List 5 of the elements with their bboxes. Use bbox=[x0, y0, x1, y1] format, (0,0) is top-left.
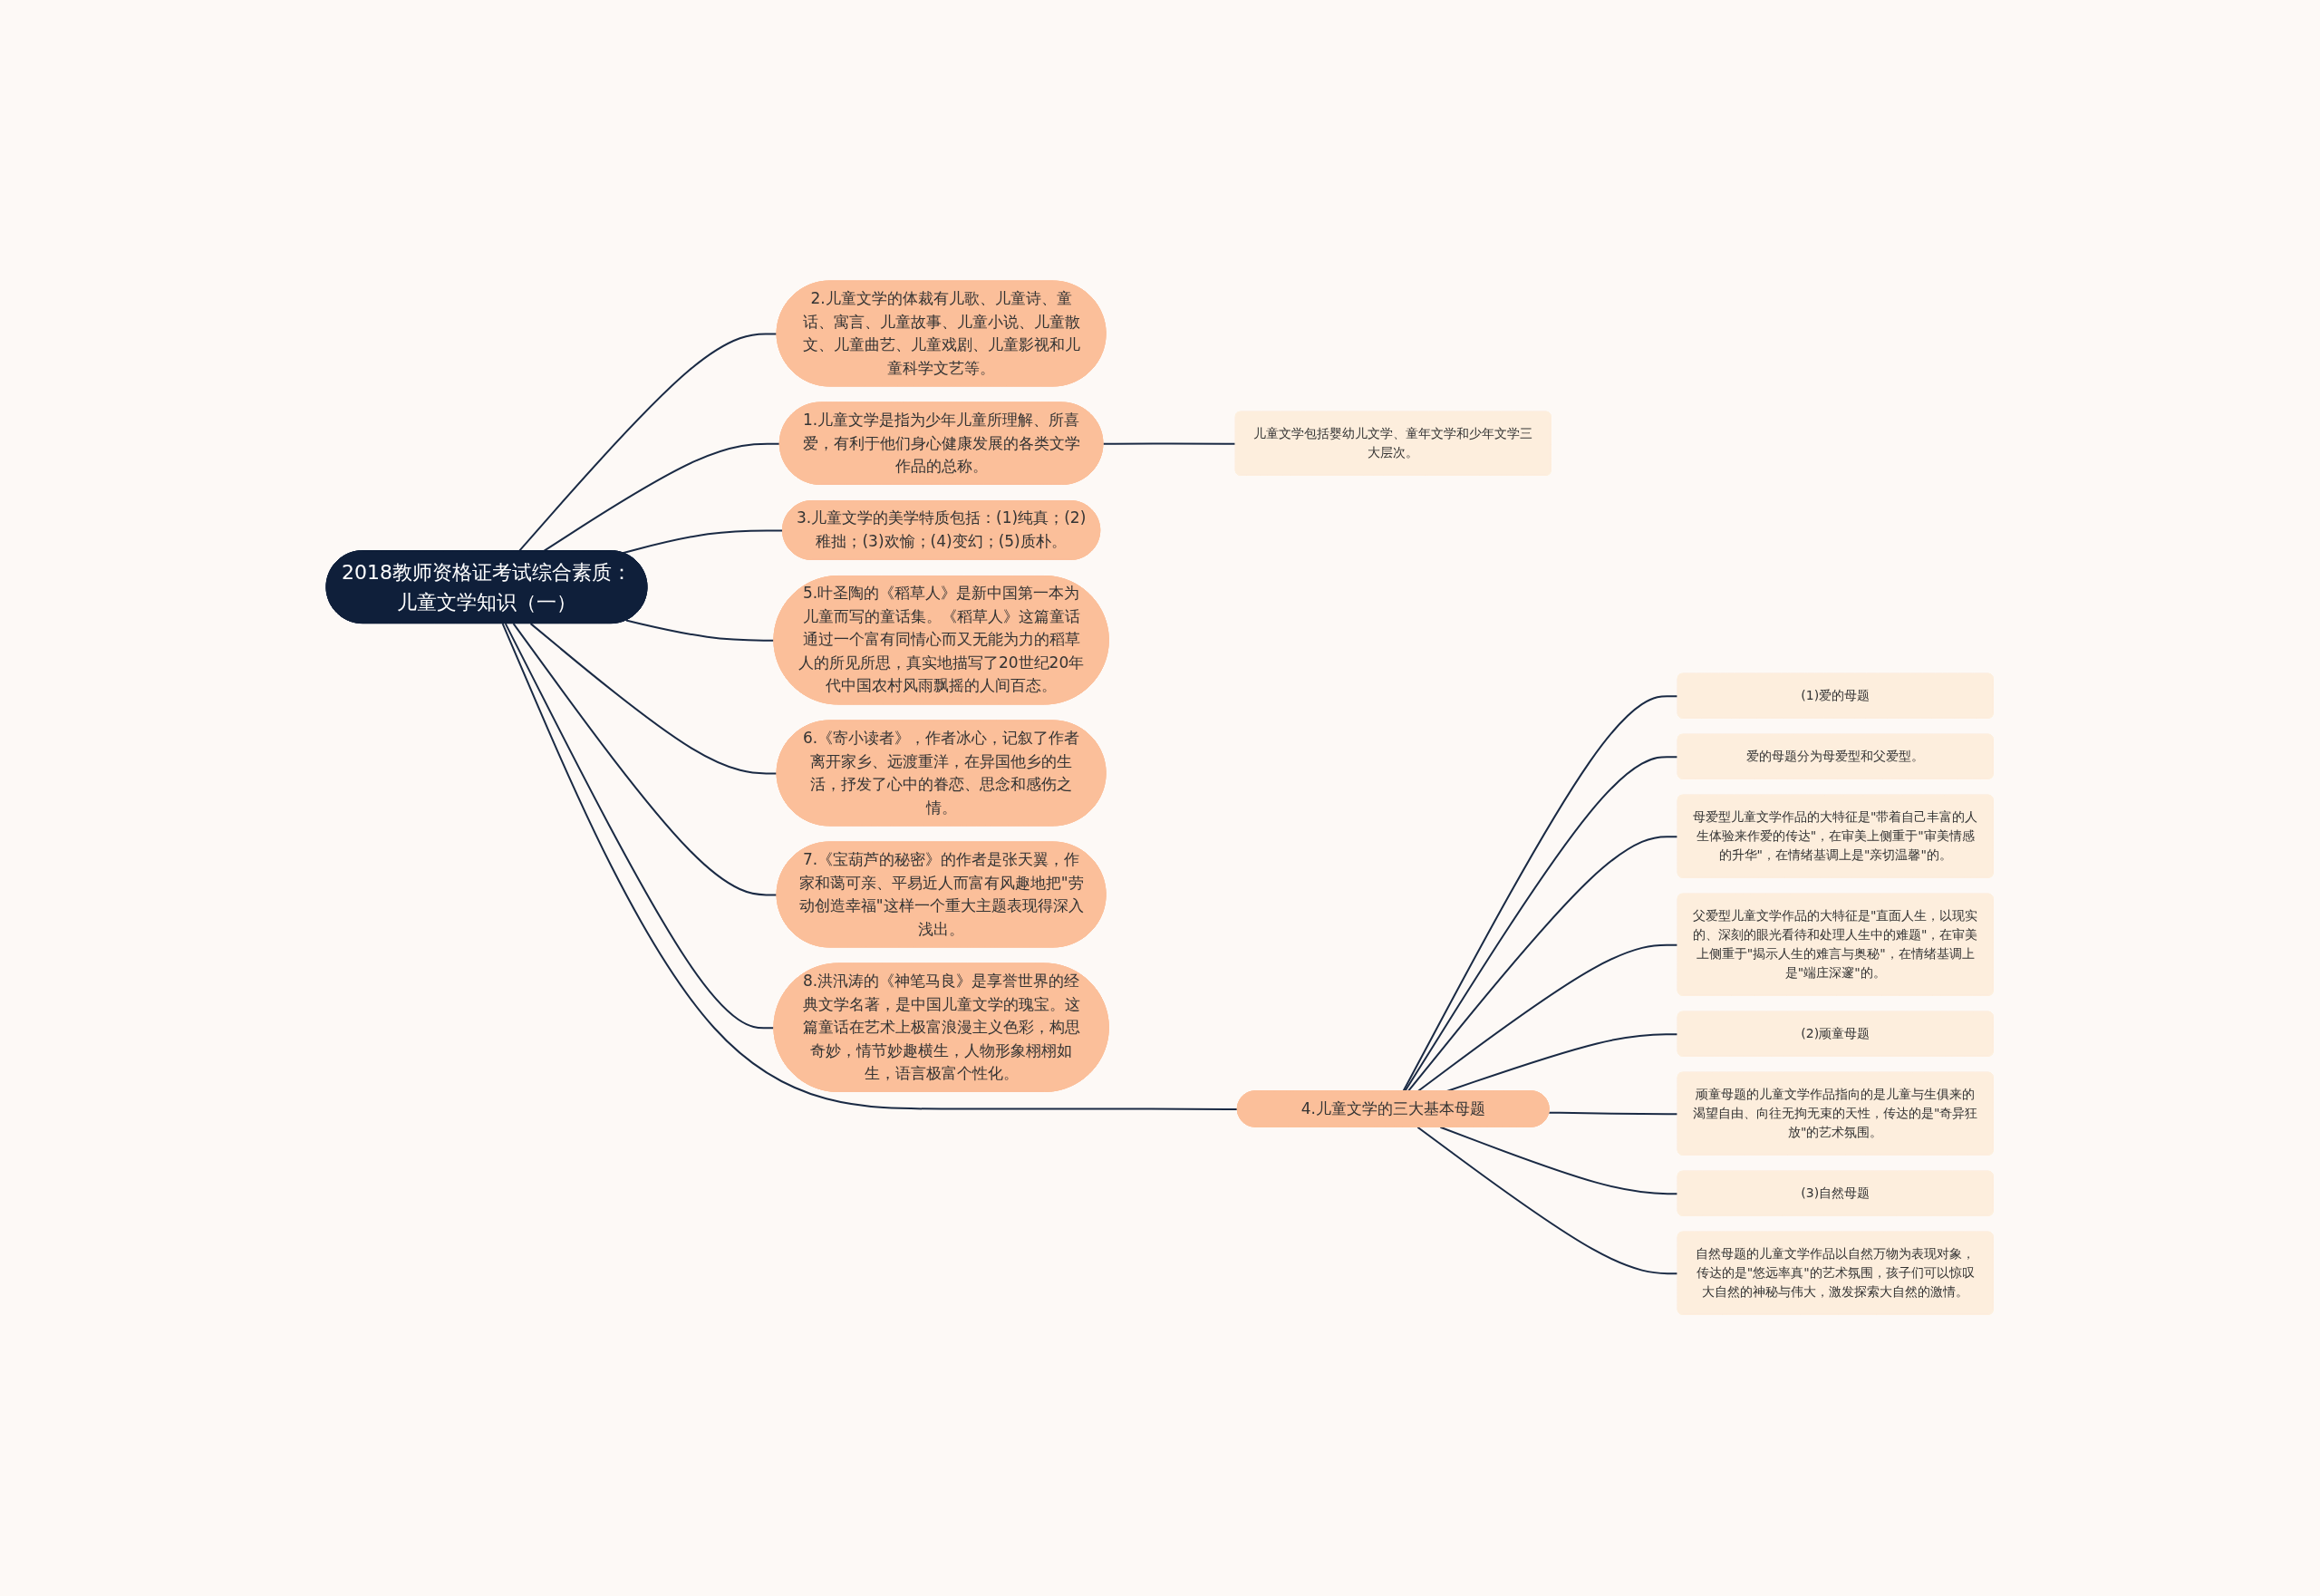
connector bbox=[529, 623, 778, 775]
connector bbox=[518, 333, 778, 553]
connector bbox=[512, 623, 778, 896]
connector bbox=[505, 623, 776, 1030]
connector bbox=[625, 619, 776, 643]
